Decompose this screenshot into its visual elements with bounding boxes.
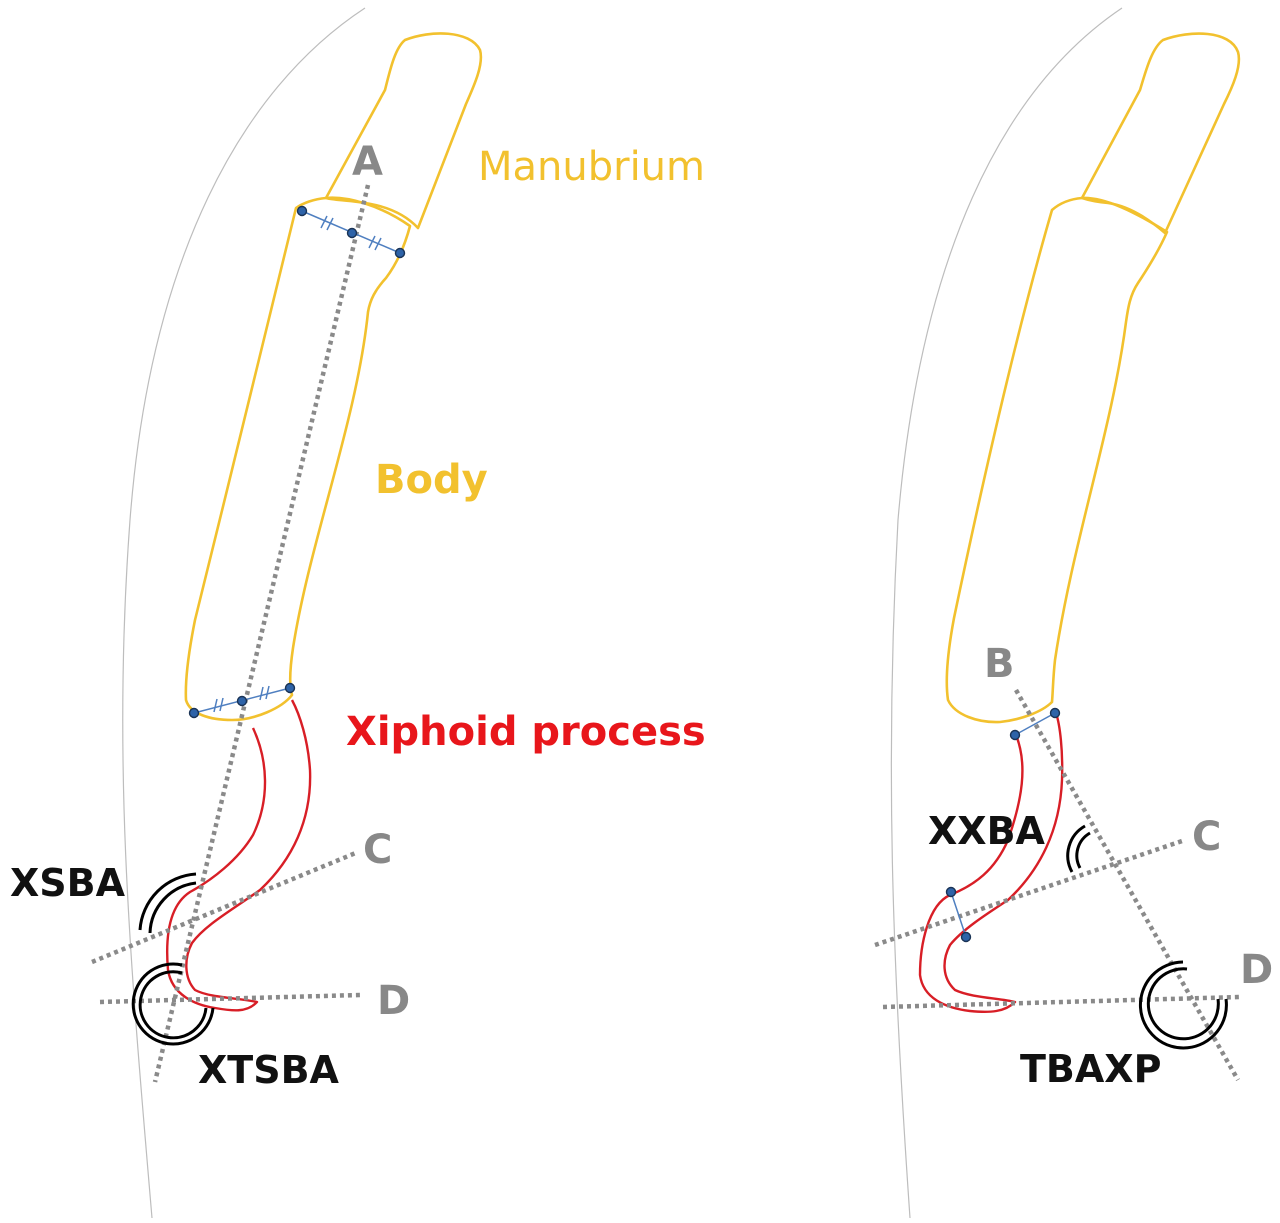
left-upper-midpoint-marker [296, 205, 406, 259]
left-manubrium-outline [324, 32, 483, 230]
left-axis-a-line [152, 184, 371, 1083]
left-axis-a-letter: A [352, 139, 383, 185]
right-axis-b-letter: B [984, 641, 1015, 687]
left-lower-midpoint-marker [188, 682, 296, 719]
right-panel: XXBA TBAXP B C D [874, 7, 1273, 1219]
xsba-label: XSBA [10, 861, 126, 905]
right-axis-c-letter: C [1192, 814, 1221, 860]
manubrium-label: Manubrium [478, 144, 705, 190]
tbaxp-label: TBAXP [1020, 1047, 1161, 1091]
right-manubrium-outline [1080, 32, 1241, 235]
right-body-outline [945, 196, 1169, 724]
right-lower-midpoint-marker [945, 886, 972, 943]
xtsba-label: XTSBA [198, 1048, 340, 1092]
xiphoid-process-label: Xiphoid process [346, 709, 706, 755]
right-xxba-angle-arc [1066, 824, 1091, 873]
left-axis-c-letter: C [363, 827, 392, 873]
left-xtsba-angle-arc [131, 962, 215, 1046]
left-axis-d-line [99, 992, 361, 1005]
right-axis-c-line [874, 837, 1186, 948]
right-axis-d-line [882, 994, 1241, 1010]
right-upper-midpoint-marker [1009, 707, 1061, 741]
xxba-label: XXBA [928, 809, 1046, 853]
right-tbaxp-angle-arc [1138, 960, 1228, 1050]
right-axis-b-line [1014, 688, 1240, 1082]
left-axis-d-letter: D [377, 978, 410, 1024]
left-skin-line [122, 7, 366, 1219]
right-axis-d-letter: D [1240, 947, 1273, 993]
right-skin-line [890, 7, 1123, 1219]
left-xiphoid-outline [166, 699, 312, 1012]
left-xsba-angle-arc [138, 872, 197, 934]
body-label: Body [375, 457, 488, 503]
left-panel: Manubrium Body Xiphoid process XSBA XTSB… [10, 7, 706, 1219]
right-xiphoid-outline [918, 712, 1064, 1014]
left-body-outline [184, 196, 412, 722]
